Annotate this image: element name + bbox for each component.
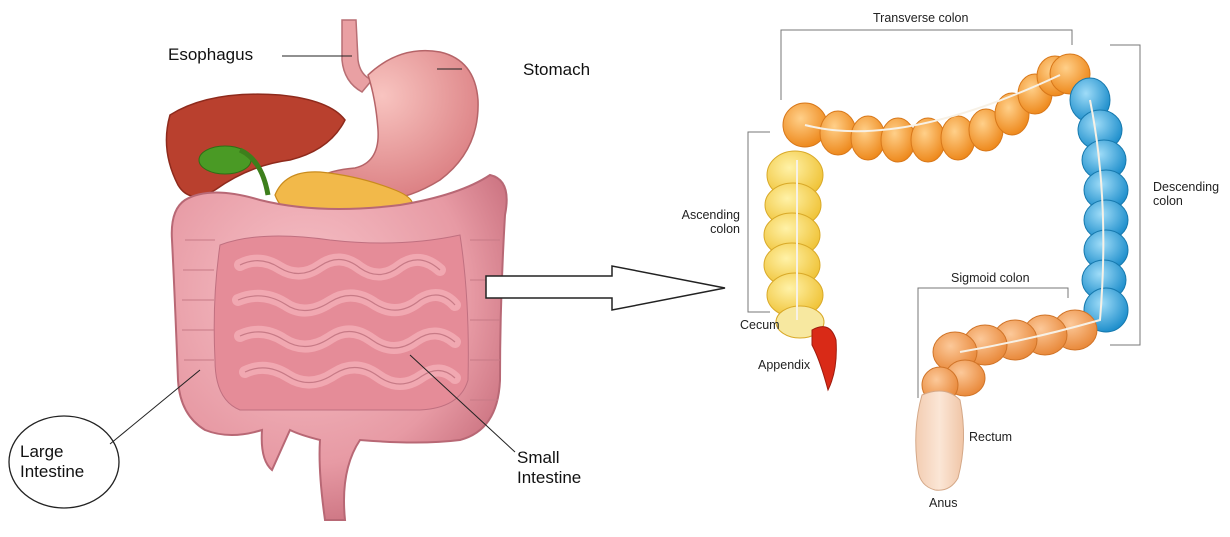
rectum-label: Rectum — [969, 430, 1012, 444]
descending-colon-label-line1: Descending — [1153, 180, 1219, 194]
small-intestine-label: Small Intestine — [517, 448, 581, 487]
descending-colon-shape — [1070, 78, 1128, 332]
small-intestine-label-line2: Intestine — [517, 468, 581, 488]
transverse-colon-label: Transverse colon — [873, 11, 968, 25]
arrow-shape — [486, 266, 725, 310]
ascending-colon-label: Ascending colon — [668, 208, 740, 237]
left-illustration — [166, 20, 506, 520]
sigmoid-colon-label: Sigmoid colon — [951, 271, 1030, 285]
stomach-label: Stomach — [523, 60, 590, 80]
large-intestine-label: Large Intestine — [20, 442, 84, 481]
anus-label: Anus — [929, 496, 958, 510]
esophagus-label: Esophagus — [168, 45, 253, 65]
sigmoid-colon-shape — [922, 310, 1097, 403]
appendix-label: Appendix — [758, 358, 810, 372]
descending-colon-label-line2: colon — [1153, 194, 1219, 208]
ascending-colon-label-line1: Ascending — [668, 208, 740, 222]
descending-colon-label: Descending colon — [1153, 180, 1219, 209]
large-intestine-label-line1: Large — [20, 442, 84, 462]
small-intestine-label-line1: Small — [517, 448, 581, 468]
transverse-colon-shape — [783, 54, 1090, 162]
large-intestine-label-line2: Intestine — [20, 462, 84, 482]
ascending-colon-label-line2: colon — [668, 222, 740, 236]
colon-illustration — [764, 54, 1128, 490]
ascending-colon-shape — [764, 151, 824, 338]
appendix-shape — [812, 327, 836, 390]
rectum-shape — [916, 391, 964, 490]
cecum-label: Cecum — [740, 318, 780, 332]
